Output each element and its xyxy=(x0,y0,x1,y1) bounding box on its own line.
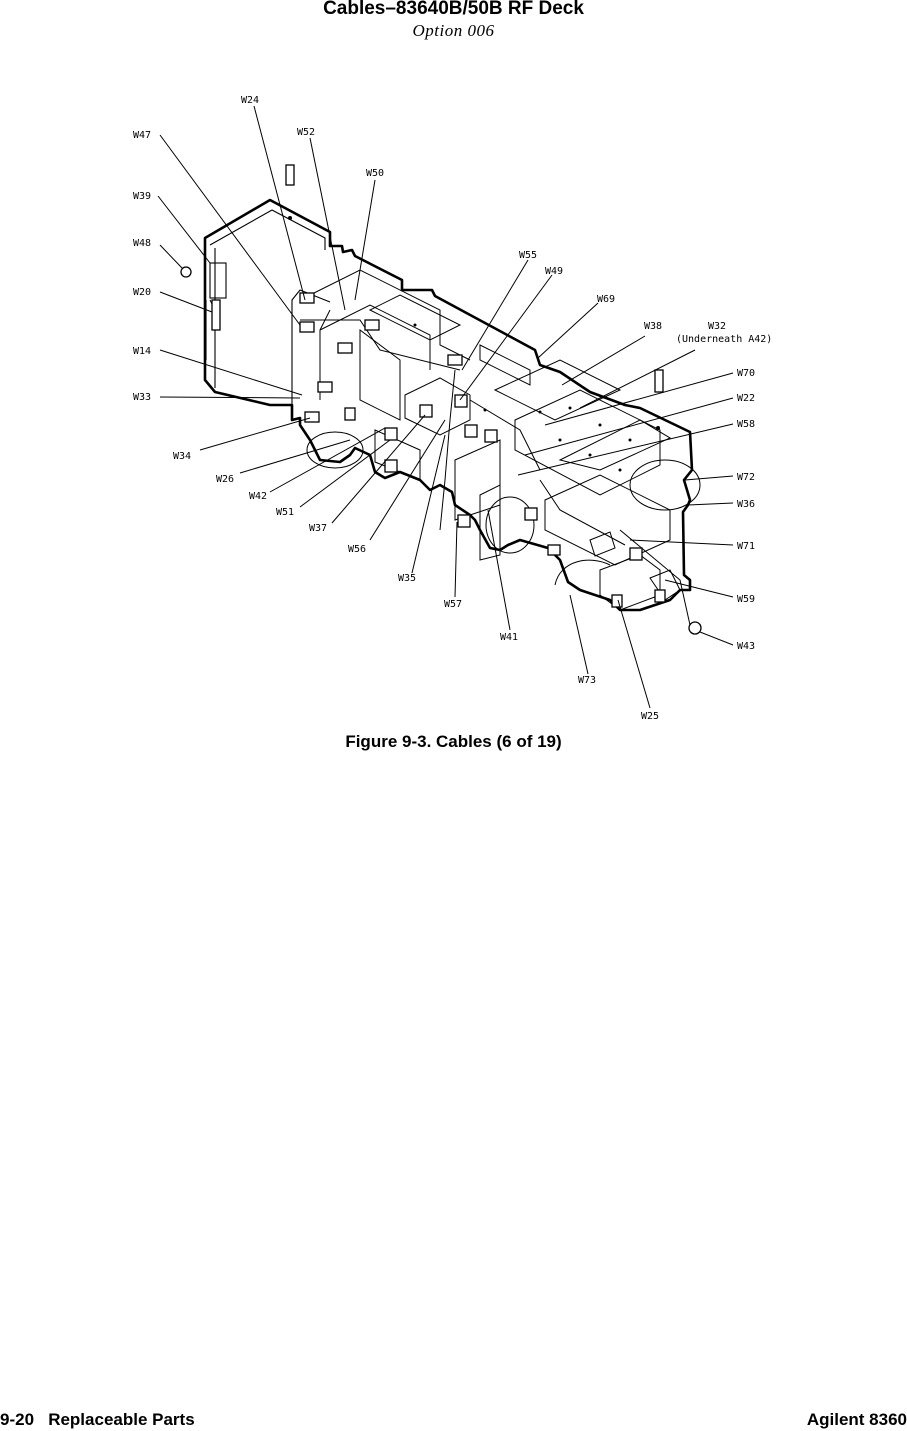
label-w71: W71 xyxy=(737,541,755,552)
label-w55: W55 xyxy=(519,250,537,261)
label-w36: W36 xyxy=(737,499,755,510)
label-w73: W73 xyxy=(578,675,596,686)
label-w49: W49 xyxy=(545,266,563,277)
page-subtitle: Option 006 xyxy=(412,21,495,40)
label-w24: W24 xyxy=(241,95,259,106)
label-w58: W58 xyxy=(737,419,755,430)
footer-section-title: 9-20 Replaceable Parts xyxy=(0,1410,195,1429)
label-w35: W35 xyxy=(398,573,416,584)
left-module xyxy=(205,209,331,405)
footer-product-name: Agilent 8360 xyxy=(806,1410,907,1429)
label-w37: W37 xyxy=(309,523,327,534)
label-w26: W26 xyxy=(216,474,234,485)
deck-components xyxy=(209,269,701,626)
figure-caption: Figure 9-3. Cables (6 of 19) xyxy=(345,732,562,751)
label-w50: W50 xyxy=(366,168,384,179)
label-w52: W52 xyxy=(297,127,315,138)
label-w42: W42 xyxy=(249,491,267,502)
label-w43: W43 xyxy=(737,641,755,652)
connectors xyxy=(180,164,702,635)
label-w32: W32 xyxy=(708,321,726,332)
leader-lines xyxy=(157,105,734,709)
label-w59: W59 xyxy=(737,594,755,605)
label-w56: W56 xyxy=(348,544,366,555)
label-w72: W72 xyxy=(737,472,755,483)
label-w25: W25 xyxy=(641,711,659,722)
label-w33: W33 xyxy=(133,392,151,403)
label-w22: W22 xyxy=(737,393,755,404)
label-w48: W48 xyxy=(133,238,151,249)
deck-outline xyxy=(203,198,694,612)
label-w34: W34 xyxy=(173,451,191,462)
label-w57: W57 xyxy=(444,599,462,610)
label-underneath-a42: (Underneath A42) xyxy=(676,334,772,345)
label-w38: W38 xyxy=(644,321,662,332)
page-title: Cables–83640B/50B RF Deck xyxy=(323,0,584,19)
hardware-dots xyxy=(288,216,660,472)
cable-labels: W24 W47 W52 W50 W39 W48 W20 W14 W33 W34 … xyxy=(133,95,772,722)
label-w20: W20 xyxy=(133,287,151,298)
label-w70: W70 xyxy=(737,368,755,379)
label-w41: W41 xyxy=(500,632,518,643)
label-w51: W51 xyxy=(276,507,294,518)
rf-deck-cable-diagram: W24 W47 W52 W50 W39 W48 W20 W14 W33 W34 … xyxy=(133,95,772,722)
label-w39: W39 xyxy=(133,191,151,202)
label-w69: W69 xyxy=(597,294,615,305)
label-w47: W47 xyxy=(133,130,151,141)
label-w14: W14 xyxy=(133,346,151,357)
